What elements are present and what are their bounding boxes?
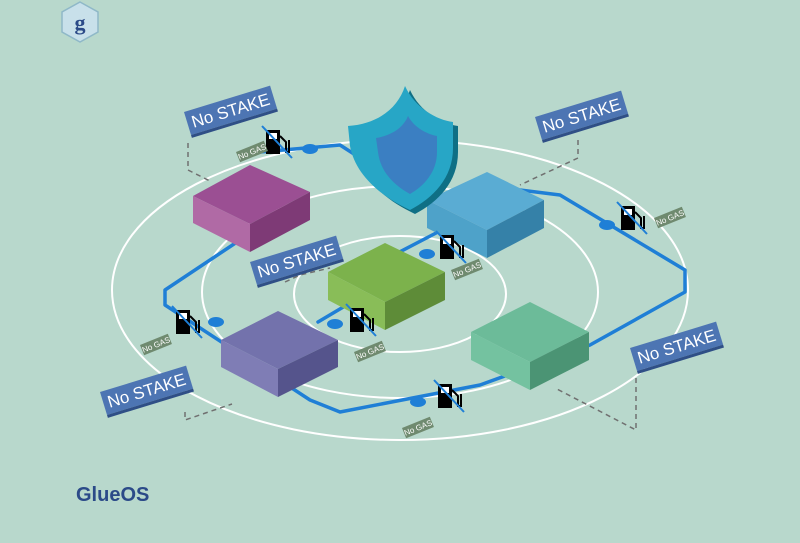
link-node — [302, 144, 318, 154]
block-green[interactable] — [328, 243, 445, 330]
gas-tag: No GAS — [140, 333, 172, 356]
gas-tag: No GAS — [654, 206, 686, 229]
link-green-purple — [316, 304, 347, 324]
link-node — [208, 317, 224, 327]
block-blue[interactable] — [427, 172, 544, 258]
fuel-pump-icon — [345, 303, 377, 337]
link-node — [327, 319, 343, 329]
inner-ring — [293, 235, 507, 353]
leader-line-magenta — [187, 143, 213, 183]
fuel-pump-icon — [261, 125, 293, 159]
block-teal[interactable] — [471, 302, 589, 390]
block-magenta[interactable] — [193, 165, 310, 252]
gas-tag-label: No GAS — [141, 335, 172, 354]
link-nodes — [208, 144, 615, 407]
gas-tag: No GAS — [402, 416, 434, 439]
brand-glyph: g — [75, 10, 86, 35]
leader-lines — [184, 140, 637, 432]
shield-icon — [348, 86, 458, 214]
gas-tag: No GAS — [451, 258, 483, 281]
fuel-pump-icon — [616, 201, 648, 235]
fuel-pump-icon — [433, 379, 465, 413]
stake-sign: No STAKE — [184, 85, 278, 138]
stake-sign: No STAKE — [535, 90, 629, 143]
block-purple[interactable] — [221, 311, 338, 397]
leader-line-blue — [519, 140, 579, 186]
gas-tag-label: No GAS — [403, 418, 434, 437]
link-node — [599, 220, 615, 230]
link-node — [419, 249, 435, 259]
gas-tag-label: No GAS — [355, 342, 386, 361]
leader-line-green — [284, 267, 331, 283]
leader-line-purple — [184, 403, 233, 422]
brand-name: GlueOS — [76, 484, 150, 506]
stake-sign: No STAKE — [100, 365, 194, 418]
fuel-pump-icon — [435, 230, 467, 264]
fuel-pump-icon — [171, 305, 203, 339]
gas-tag: No GAS — [354, 340, 386, 363]
gas-tag-label: No GAS — [655, 208, 686, 227]
leader-line-teal — [554, 378, 637, 432]
brand-logo-icon: g — [61, 1, 99, 43]
link-node — [410, 397, 426, 407]
gas-tag-label: No GAS — [452, 260, 483, 279]
